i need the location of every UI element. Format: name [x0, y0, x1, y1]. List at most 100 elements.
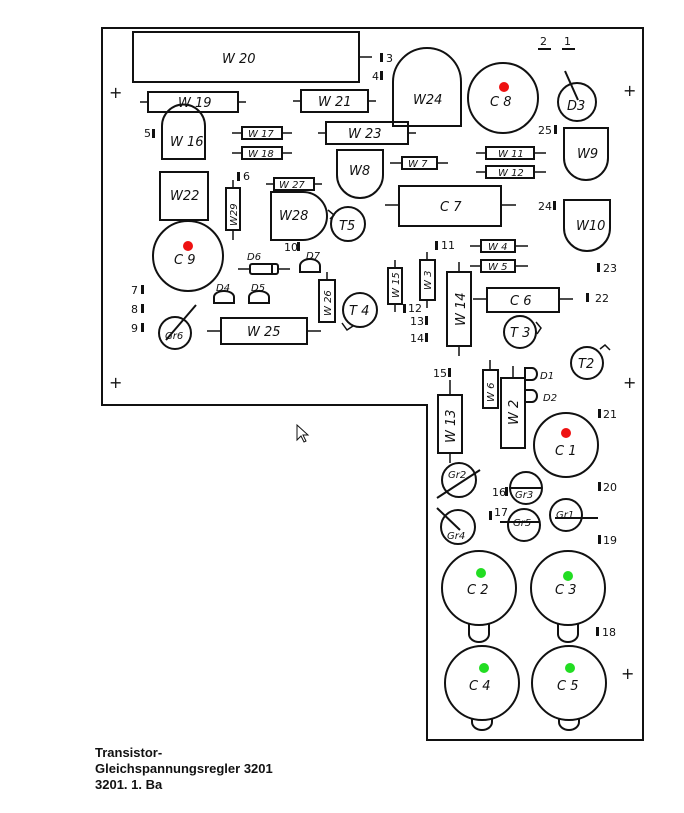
- label-t3: T 3: [510, 326, 530, 341]
- component-w13: W 13: [437, 380, 463, 463]
- pin-8: 8: [131, 303, 144, 316]
- label-c9: C 9: [174, 253, 195, 268]
- label-w28: W28: [279, 209, 308, 224]
- svg-text:15: 15: [433, 367, 447, 380]
- label-c8: C 8: [490, 95, 511, 110]
- mouse-cursor-icon: [296, 423, 310, 443]
- component-c8: C 8: [467, 62, 539, 134]
- label-d2: D2: [543, 393, 557, 404]
- component-w10: W10: [563, 199, 611, 252]
- label-d1: D1: [540, 371, 554, 382]
- svg-text:3: 3: [386, 52, 393, 65]
- component-w5: W 5: [470, 259, 528, 273]
- pin-3: 3: [380, 52, 393, 65]
- component-d3: D3: [557, 70, 597, 122]
- component-w24: W24: [392, 47, 462, 127]
- caption-line-3: 3201. 1. Ba: [95, 777, 163, 792]
- plus-mark: +: [621, 664, 634, 683]
- label-w13: W 13: [444, 409, 459, 443]
- pin-21: 21: [598, 408, 617, 421]
- label-w4: W 4: [488, 242, 507, 253]
- component-t2: T2: [570, 343, 611, 380]
- component-d6: D6: [238, 252, 290, 275]
- component-w26: W 26: [318, 272, 336, 323]
- component-t5: T5: [327, 206, 366, 242]
- svg-text:16: 16: [492, 486, 506, 499]
- label-d6: D6: [247, 252, 261, 263]
- label-d4: D4: [216, 283, 230, 294]
- svg-text:20: 20: [603, 481, 617, 494]
- label-w26: W 26: [323, 290, 334, 316]
- label-w22: W22: [170, 189, 199, 204]
- svg-text:13: 13: [410, 315, 424, 328]
- label-t4: T 4: [349, 304, 369, 319]
- svg-text:25: 25: [538, 124, 552, 137]
- pin-12: 12: [403, 302, 422, 315]
- svg-text:4: 4: [372, 70, 379, 83]
- component-c7: C 7: [385, 185, 516, 227]
- component-c2: C 2: [441, 550, 517, 643]
- label-w19: W 19: [178, 96, 212, 111]
- label-c1: C 1: [555, 444, 576, 459]
- component-w4: W 4: [470, 239, 528, 253]
- pin-24: 24: [538, 200, 556, 213]
- component-w9: W9: [563, 127, 609, 181]
- pin-15: 15: [433, 367, 451, 380]
- label-w9: W9: [577, 147, 598, 162]
- component-w14: W 14: [446, 262, 472, 356]
- svg-text:14: 14: [410, 332, 424, 345]
- label-c5: C 5: [557, 679, 578, 694]
- svg-text:24: 24: [538, 200, 552, 213]
- component-gr2: Gr2: [436, 462, 481, 499]
- label-gr6: Gr6: [165, 331, 183, 342]
- component-d2: D2: [524, 389, 557, 404]
- component-w19: W 19: [140, 91, 246, 113]
- pin-19: 19: [598, 534, 617, 547]
- pin-14: 14: [410, 332, 428, 345]
- caption-line-1: Transistor-: [95, 745, 163, 760]
- component-w16: W 16: [161, 103, 206, 160]
- label-w11: W 11: [498, 149, 524, 160]
- pin-18: 18: [596, 626, 616, 639]
- component-w15: W 15: [387, 260, 403, 312]
- svg-text:23: 23: [603, 262, 617, 275]
- component-t3: T 3: [503, 315, 542, 349]
- label-w8: W8: [349, 164, 370, 179]
- component-gr6: Gr6: [158, 304, 197, 350]
- component-w21: W 21: [293, 89, 376, 113]
- label-c2: C 2: [467, 583, 488, 598]
- label-gr3: Gr3: [515, 490, 533, 501]
- label-w25: W 25: [247, 325, 281, 340]
- component-w18: W 18: [232, 146, 292, 160]
- label-c3: C 3: [555, 583, 576, 598]
- label-c4: C 4: [469, 679, 490, 694]
- component-d7: D7: [299, 251, 321, 273]
- label-w3: W 3: [423, 271, 434, 290]
- label-gr4: Gr4: [447, 531, 465, 542]
- pin-16: 16: [492, 486, 508, 499]
- label-gr5: Gr5: [513, 518, 531, 529]
- component-w8: W8: [336, 149, 384, 199]
- svg-text:5: 5: [144, 127, 151, 140]
- green-marker-dot: [563, 571, 573, 581]
- component-gr5: Gr5: [500, 508, 541, 542]
- plus-mark: +: [109, 373, 122, 392]
- component-w29: W29: [225, 180, 241, 240]
- pin-5: 5: [144, 127, 155, 140]
- component-w22: W22: [159, 171, 209, 221]
- green-marker-dot: [476, 568, 486, 578]
- label-w7: W 7: [408, 159, 428, 170]
- svg-text:19: 19: [603, 534, 617, 547]
- label-d5: D5: [251, 283, 265, 294]
- component-c3: C 3: [530, 550, 606, 643]
- pin-25: 25: [538, 124, 557, 137]
- pin-7: 7: [131, 284, 144, 297]
- label-t5: T5: [339, 219, 355, 234]
- component-d4: D4: [213, 283, 235, 304]
- label-w27: W 27: [279, 180, 305, 191]
- component-w20: W 20: [132, 31, 372, 83]
- label-w6: W 6: [486, 383, 497, 402]
- label-w21: W 21: [318, 95, 352, 110]
- caption-line-2: Gleichspannungsregler 3201: [95, 761, 273, 776]
- plus-mark: +: [109, 83, 122, 102]
